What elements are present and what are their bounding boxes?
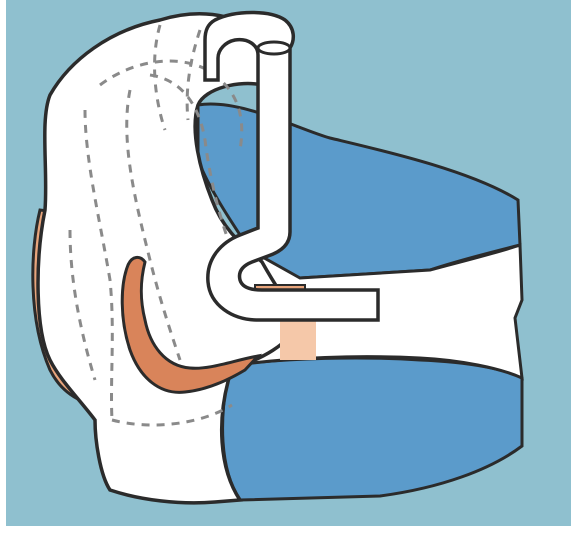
tube-opening bbox=[258, 42, 290, 54]
canal-skin-patch bbox=[280, 318, 316, 360]
